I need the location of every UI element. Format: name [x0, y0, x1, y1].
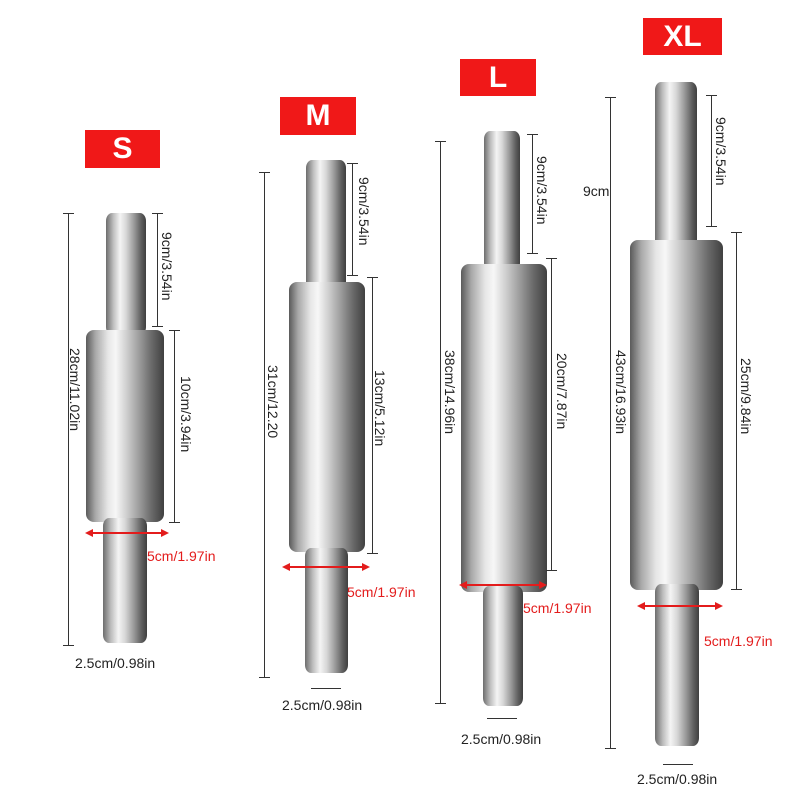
diameter-label-s: 5cm/1.97in: [147, 548, 216, 564]
diameter-label-l: 5cm/1.97in: [523, 600, 592, 616]
tick: [367, 277, 378, 278]
barrel-length-line-m: [372, 277, 373, 553]
arrow-left-icon: [85, 529, 93, 537]
barrel-length-line-s: [174, 330, 175, 522]
handle-length-line-l: [532, 134, 533, 253]
total-length-label-s: 28cm/11.02in: [67, 348, 83, 432]
tick: [435, 703, 446, 704]
handle-length-line-xl: [711, 95, 712, 226]
barrel-length-line-l: [551, 258, 552, 570]
tick: [527, 253, 538, 254]
arrow-left-icon: [637, 602, 645, 610]
arrow-left-icon: [282, 563, 290, 571]
total-length-line-xl: [610, 97, 611, 748]
total-length-label-l: 38cm/14.96in: [442, 350, 458, 435]
tick: [259, 677, 270, 678]
roller-barrel-m: [289, 282, 365, 552]
handle-length-label-xl: 9cm/3.54in: [713, 117, 729, 186]
size-badge-m: M: [280, 97, 356, 135]
handle-diameter-label-l: 2.5cm/0.98in: [461, 731, 542, 747]
top-handle-l: [484, 131, 520, 271]
tick: [706, 95, 717, 96]
tick: [731, 232, 742, 233]
barrel-length-label-m: 13cm/5.12in: [372, 370, 388, 447]
tick: [731, 589, 742, 590]
tick: [63, 213, 74, 214]
total-length-label-m: 31cm/12.20: [265, 365, 281, 439]
total-length-line-m: [264, 172, 265, 677]
total-length-label-xl: 43cm/16.93in: [613, 350, 629, 435]
handle-diameter-line-l: [487, 718, 517, 719]
bottom-handle-s: [103, 518, 147, 643]
tick: [347, 163, 358, 164]
top-handle-s: [106, 213, 146, 335]
barrel-length-label-xl: 25cm/9.84in: [738, 358, 754, 435]
tick: [546, 570, 557, 571]
size-badge-xl: XL: [643, 18, 722, 55]
arrow-right-icon: [362, 563, 370, 571]
total-length-line-l: [440, 141, 441, 703]
barrel-length-line-xl: [736, 232, 737, 589]
tick: [605, 748, 616, 749]
handle-diameter-label-s: 2.5cm/0.98in: [75, 655, 156, 671]
tick: [347, 275, 358, 276]
handle-length-label-m: 9cm/3.54in: [356, 177, 372, 246]
bottom-handle-m: [305, 548, 348, 673]
tick: [546, 258, 557, 259]
diameter-line-m: [289, 566, 363, 568]
top-handle-xl: [655, 82, 697, 250]
barrel-length-label-s: 10cm/3.94in: [178, 376, 194, 453]
tick: [152, 213, 163, 214]
arrow-right-icon: [715, 602, 723, 610]
tick: [152, 326, 163, 327]
bottom-handle-xl: [655, 584, 699, 746]
bottom-handle-l: [483, 586, 523, 706]
handle-diameter-label-m: 2.5cm/0.98in: [282, 697, 363, 713]
diameter-line-xl: [644, 605, 716, 607]
tick: [169, 330, 180, 331]
stray-label-xl: 9cm: [583, 183, 610, 199]
handle-diameter-line-m: [311, 688, 341, 689]
handle-length-label-s: 9cm/3.54in: [159, 232, 175, 301]
diameter-label-m: 5cm/1.97in: [347, 584, 416, 600]
arrow-right-icon: [161, 529, 169, 537]
tick: [706, 226, 717, 227]
tick: [527, 134, 538, 135]
handle-diameter-label-xl: 2.5cm/0.98in: [637, 771, 718, 787]
diameter-label-xl: 5cm/1.97in: [704, 633, 773, 649]
size-badge-l: L: [460, 59, 536, 96]
barrel-length-label-l: 20cm/7.87in: [554, 353, 570, 430]
handle-diameter-line-xl: [663, 764, 693, 765]
roller-barrel-l: [461, 264, 547, 592]
tick: [259, 172, 270, 173]
arrow-left-icon: [459, 581, 467, 589]
tick: [367, 553, 378, 554]
handle-length-line-m: [352, 163, 353, 275]
arrow-right-icon: [539, 581, 547, 589]
roller-barrel-s: [86, 330, 164, 522]
tick: [435, 141, 446, 142]
diameter-line-l: [466, 584, 540, 586]
roller-barrel-xl: [630, 240, 723, 590]
total-length-line-s: [68, 213, 69, 645]
handle-length-label-l: 9cm/3.54in: [534, 156, 550, 225]
handle-length-line-s: [157, 213, 158, 326]
diameter-line-s: [92, 532, 162, 534]
tick: [605, 97, 616, 98]
tick: [169, 522, 180, 523]
size-badge-s: S: [85, 130, 160, 168]
top-handle-m: [306, 160, 346, 290]
tick: [63, 645, 74, 646]
